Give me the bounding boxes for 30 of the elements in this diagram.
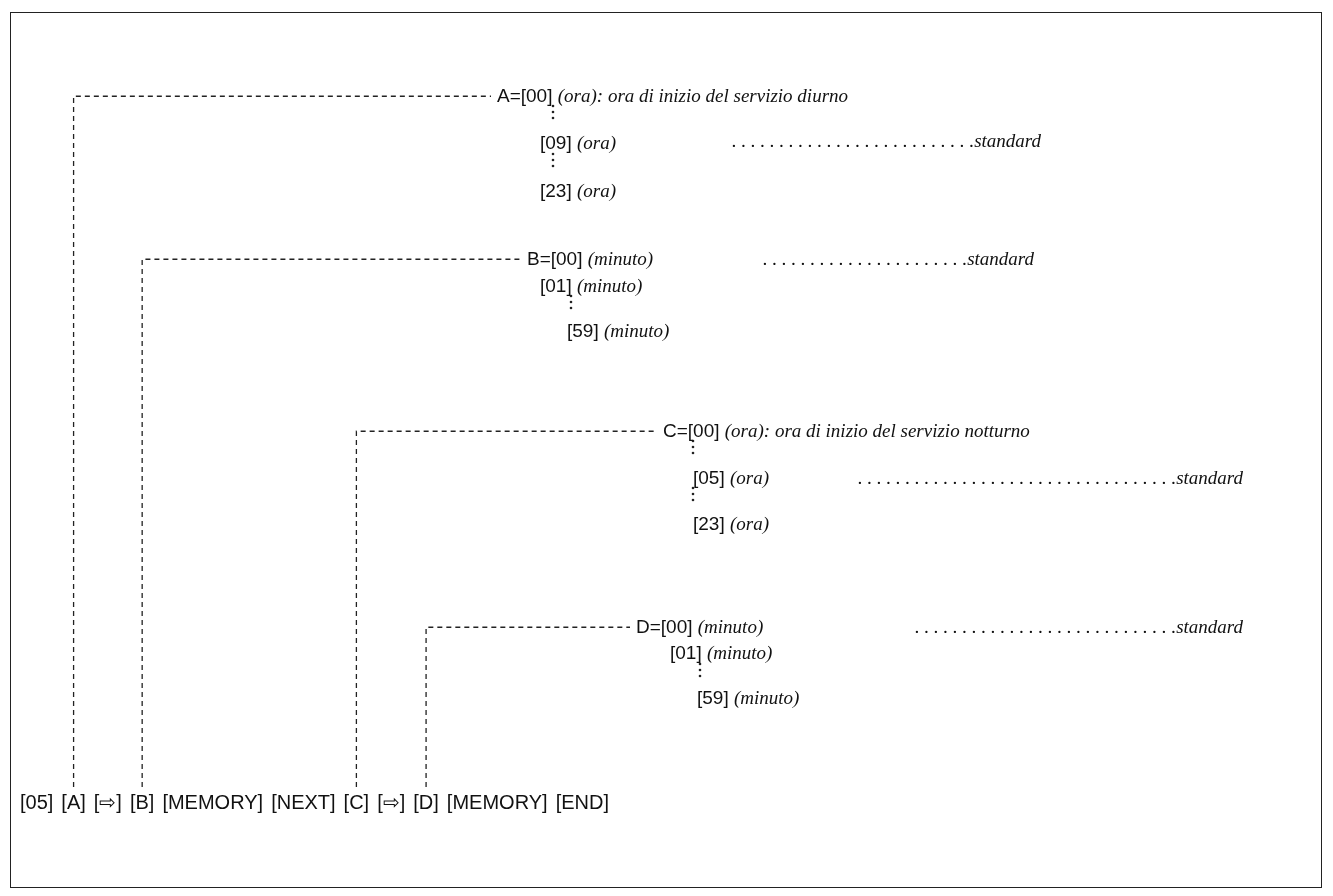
option-text: [59] (minuto) bbox=[697, 686, 800, 710]
key-text: [⇨] bbox=[93, 790, 122, 815]
option-text: . . . . . . . . . . . . . . . . . . . . . . . . . . . . . . . . . .standard bbox=[857, 466, 1243, 490]
option-text: D=[00] (minuto) bbox=[636, 613, 764, 642]
option-text: [59] (minuto) bbox=[567, 319, 670, 343]
leader-line bbox=[141, 258, 522, 788]
key-text: [A] bbox=[61, 787, 86, 817]
key-text: [MEMORY] bbox=[162, 790, 264, 815]
option-text: C=[00] (ora): ora di inizio del servizio notturno bbox=[663, 417, 1030, 446]
key-text: [D] bbox=[413, 787, 439, 817]
key-text: [END] bbox=[555, 790, 609, 815]
key-text: [⇨] bbox=[377, 790, 406, 815]
key-text: [B] bbox=[129, 787, 155, 817]
option-text: [09] (ora) bbox=[540, 131, 617, 155]
option-text: A=[00] (ora): ora di inizio del servizio diurno bbox=[497, 82, 849, 111]
option-text: [05] (ora) bbox=[693, 466, 770, 490]
key-text: [MEMORY] bbox=[446, 790, 548, 815]
option-text: . . . . . . . . . . . . . . . . . . . . . . . . . . . .standard bbox=[914, 615, 1243, 639]
key-text: [05] bbox=[20, 790, 54, 815]
option-text: [01] (minuto) bbox=[670, 641, 773, 665]
option-text: [23] (ora) bbox=[540, 179, 617, 203]
option-text: [23] (ora) bbox=[693, 512, 770, 536]
option-text: B=[00] (minuto) bbox=[527, 245, 654, 274]
leader-line bbox=[72, 95, 492, 788]
option-text: [01] (minuto) bbox=[540, 274, 643, 298]
key-text: [NEXT] bbox=[271, 790, 336, 815]
option-text: . . . . . . . . . . . . . . . . . . . . . . . . . .standard bbox=[731, 129, 1041, 153]
option-text: . . . . . . . . . . . . . . . . . . . . . .standard bbox=[762, 247, 1034, 271]
leader-line bbox=[425, 626, 631, 788]
key-text: [C] bbox=[343, 787, 370, 817]
